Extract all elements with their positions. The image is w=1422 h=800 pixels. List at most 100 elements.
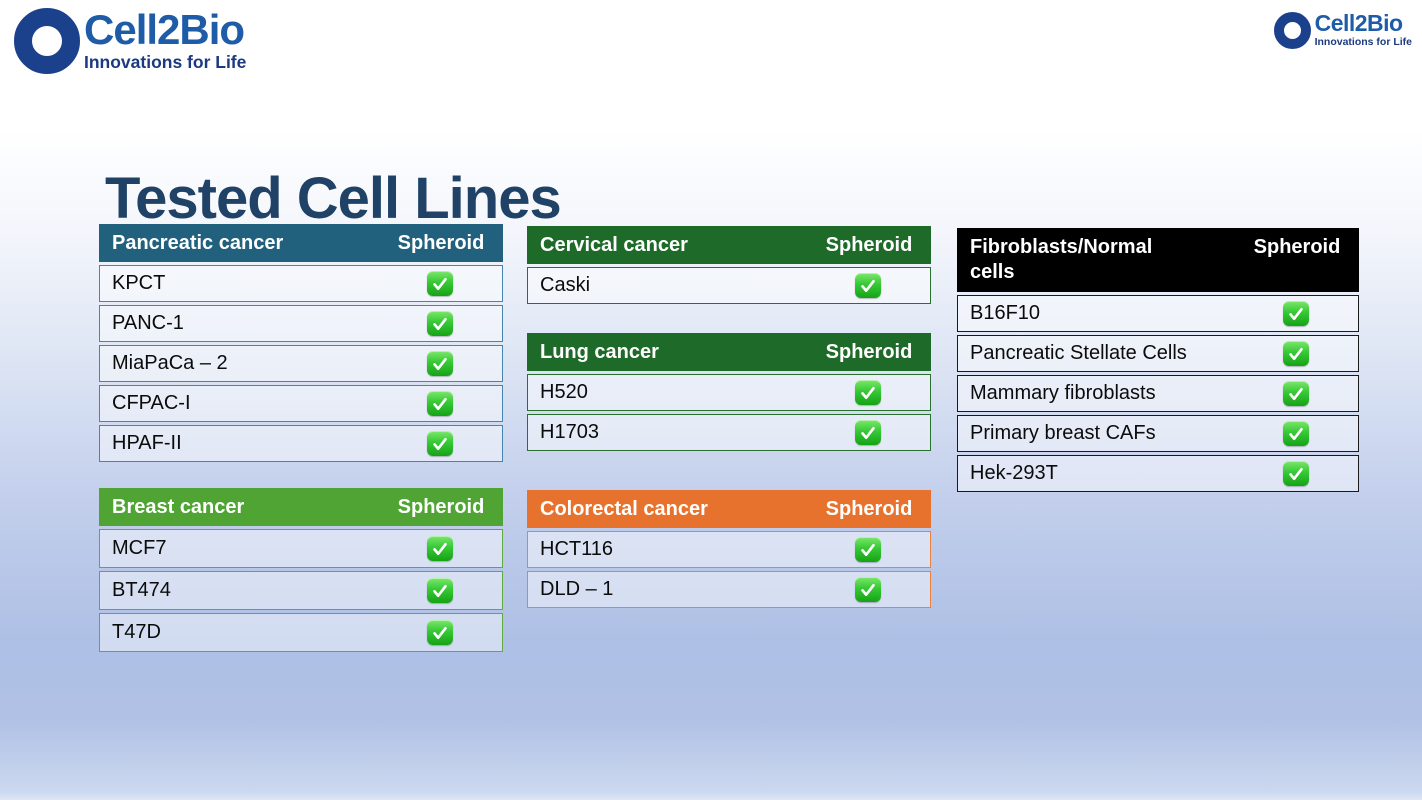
spheroid-checkmark-icon xyxy=(427,536,453,561)
table-category-label: Breast cancer xyxy=(112,495,245,518)
cell-line-name: B16F10 xyxy=(970,302,1041,324)
spheroid-cell xyxy=(1240,421,1352,446)
spheroid-cell xyxy=(384,391,496,416)
spheroid-checkmark-icon xyxy=(427,578,453,603)
cell-line-name: Mammary fibroblasts xyxy=(970,382,1156,404)
table-row: MiaPaCa – 2 xyxy=(99,345,503,382)
spheroid-cell xyxy=(812,537,924,562)
spheroid-cell xyxy=(1240,341,1352,366)
table-fibroblasts-normal-cells: Fibroblasts/Normal cells Spheroid B16F10… xyxy=(957,228,1359,492)
cell2bio-logo: Cell2Bio Innovations for Life xyxy=(14,8,246,74)
table-row: HCT116 xyxy=(527,531,931,568)
cell-line-name: MiaPaCa – 2 xyxy=(112,352,228,374)
table-row: DLD – 1 xyxy=(527,571,931,608)
spheroid-checkmark-icon xyxy=(855,380,881,405)
table-row: Pancreatic Stellate Cells xyxy=(957,335,1359,372)
cell-line-name: MCF7 xyxy=(112,537,167,559)
spheroid-column-label: Spheroid xyxy=(1253,236,1341,258)
spheroid-cell xyxy=(812,577,924,602)
spheroid-cell xyxy=(812,380,924,405)
spheroid-cell xyxy=(1240,381,1352,406)
cell-line-name: Caski xyxy=(540,274,591,296)
cell-line-name: PANC-1 xyxy=(112,312,184,334)
table-header: Cervical cancer Spheroid xyxy=(527,226,931,264)
spheroid-checkmark-icon xyxy=(855,537,881,562)
table-category-label: Pancreatic cancer xyxy=(112,231,284,254)
table-row: Hek-293T xyxy=(957,455,1359,492)
spheroid-cell xyxy=(384,431,496,456)
table-category-label: Lung cancer xyxy=(540,340,659,363)
cell-line-name: H1703 xyxy=(540,421,599,443)
spheroid-cell xyxy=(384,620,496,645)
cell2bio-ring-icon xyxy=(1273,12,1311,49)
page-title: Tested Cell Lines xyxy=(105,165,562,231)
table-row: BT474 xyxy=(99,571,503,610)
table-row: Mammary fibroblasts xyxy=(957,375,1359,412)
table-row: CFPAC-I xyxy=(99,385,503,422)
spheroid-column-label: Spheroid xyxy=(825,233,913,256)
spheroid-cell xyxy=(812,420,924,445)
spheroid-checkmark-icon xyxy=(427,271,453,296)
spheroid-checkmark-icon xyxy=(1283,461,1309,486)
spheroid-cell xyxy=(1240,461,1352,486)
table-row: H520 xyxy=(527,374,931,411)
spheroid-checkmark-icon xyxy=(1283,381,1309,406)
spheroid-checkmark-icon xyxy=(427,431,453,456)
table-row: PANC-1 xyxy=(99,305,503,342)
spheroid-checkmark-icon xyxy=(427,620,453,645)
spheroid-checkmark-icon xyxy=(427,311,453,336)
spheroid-checkmark-icon xyxy=(427,351,453,376)
spheroid-column-label: Spheroid xyxy=(397,495,485,518)
spheroid-checkmark-icon xyxy=(855,420,881,445)
spheroid-cell xyxy=(384,311,496,336)
spheroid-checkmark-icon xyxy=(1283,301,1309,326)
logo-brand-text: Cell2Bio xyxy=(1314,10,1404,37)
cell2bio-ring-icon xyxy=(14,8,80,74)
table-row: MCF7 xyxy=(99,529,503,568)
spheroid-cell xyxy=(384,536,496,561)
table-row: HPAF-II xyxy=(99,425,503,462)
table-row: B16F10 xyxy=(957,295,1359,332)
cell-line-name: H520 xyxy=(540,381,588,403)
table-header: Colorectal cancer Spheroid xyxy=(527,490,931,528)
logo-tagline: Innovations for Life xyxy=(84,52,247,73)
cell-line-name: HPAF-II xyxy=(112,432,182,454)
spheroid-checkmark-icon xyxy=(427,391,453,416)
spheroid-column-label: Spheroid xyxy=(825,497,913,520)
cell-line-name: DLD – 1 xyxy=(540,578,614,600)
cell-line-name: T47D xyxy=(112,621,161,643)
spheroid-checkmark-icon xyxy=(1283,341,1309,366)
logo-brand-text: Cell2Bio xyxy=(84,6,245,54)
spheroid-checkmark-icon xyxy=(855,273,881,298)
table-row: Caski xyxy=(527,267,931,304)
logo-tagline: Innovations for Life xyxy=(1314,36,1412,49)
table-category-label: Fibroblasts/Normal cells xyxy=(970,236,1153,283)
spheroid-cell xyxy=(384,578,496,603)
cell-line-name: KPCT xyxy=(112,272,166,294)
spheroid-cell xyxy=(1240,301,1352,326)
spheroid-checkmark-icon xyxy=(855,577,881,602)
spheroid-column-label: Spheroid xyxy=(397,231,485,254)
cell-line-name: CFPAC-I xyxy=(112,392,191,414)
spheroid-cell xyxy=(384,271,496,296)
cell-line-name: Pancreatic Stellate Cells xyxy=(970,342,1187,364)
table-rows: Caski xyxy=(527,267,931,304)
spheroid-checkmark-icon xyxy=(1283,421,1309,446)
table-header: Pancreatic cancer Spheroid xyxy=(99,224,503,262)
table-header: Breast cancer Spheroid xyxy=(99,488,503,526)
spheroid-cell xyxy=(384,351,496,376)
table-header: Fibroblasts/Normal cells Spheroid xyxy=(957,228,1359,292)
cell-line-name: HCT116 xyxy=(540,538,613,560)
table-category-label: Cervical cancer xyxy=(540,233,688,256)
cell-line-name: BT474 xyxy=(112,579,171,601)
table-header: Lung cancer Spheroid xyxy=(527,333,931,371)
cell-line-name: Primary breast CAFs xyxy=(970,422,1156,444)
